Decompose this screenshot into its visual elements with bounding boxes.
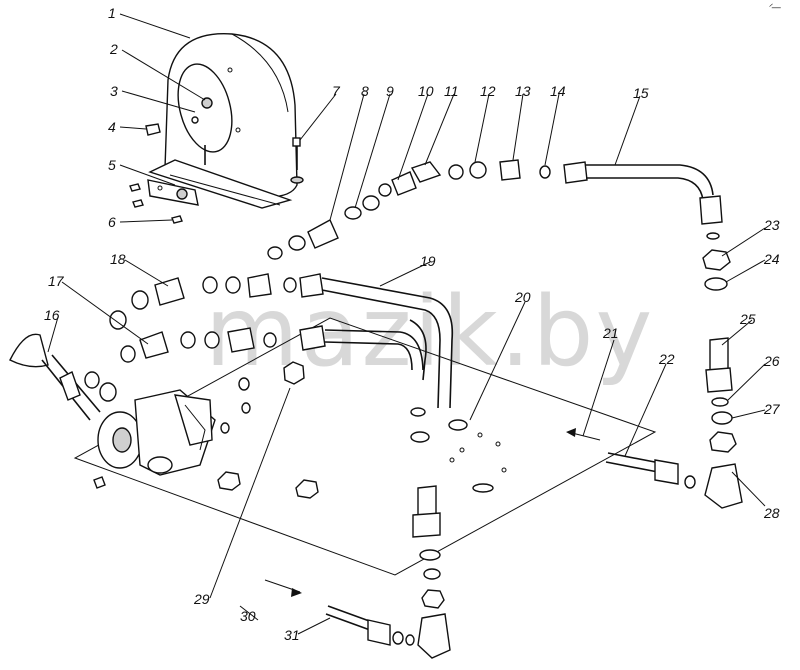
- lower-fitting-stack: [412, 485, 451, 659]
- pipe-22: [605, 452, 696, 489]
- callout-15: 15: [633, 85, 649, 101]
- callout-6: 6: [108, 214, 116, 230]
- callout-25: 25: [739, 311, 756, 327]
- callout-16: 16: [44, 307, 60, 323]
- callout-26: 26: [763, 353, 780, 369]
- right-fittings: [702, 232, 743, 509]
- plate-hardware: [217, 361, 507, 499]
- callout-30: 30: [240, 608, 256, 624]
- corner-mark: ᐟ—: [768, 2, 782, 12]
- callout-29: 29: [193, 591, 210, 607]
- callout-1: 1: [108, 5, 116, 21]
- callout-19: 19: [420, 253, 436, 269]
- callout-31: 31: [284, 627, 300, 643]
- mounting-plate: [73, 317, 657, 576]
- callout-18: 18: [110, 251, 126, 267]
- callout-23: 23: [763, 217, 780, 233]
- callout-12: 12: [480, 83, 496, 99]
- pipe-19: [321, 277, 468, 431]
- callout-24: 24: [763, 251, 780, 267]
- callout-17: 17: [48, 273, 65, 289]
- callout-20: 20: [514, 289, 531, 305]
- middle-fitting-chain: [131, 273, 324, 310]
- lower-fitting-chain: [84, 310, 424, 402]
- bracket: [147, 179, 199, 206]
- callout-9: 9: [386, 83, 394, 99]
- callout-4: 4: [108, 119, 116, 135]
- callout-3: 3: [110, 83, 118, 99]
- callout-labels: 1 2 3 4 5 6 7 8 9 10 11 12 13 14 15 16 1…: [44, 5, 781, 643]
- callout-7: 7: [332, 83, 341, 99]
- callout-22: 22: [658, 351, 675, 367]
- watermark: mazik.by: [205, 276, 654, 388]
- callout-11: 11: [444, 83, 459, 99]
- callout-8: 8: [361, 83, 369, 99]
- pipe-31: [325, 605, 415, 646]
- callout-5: 5: [108, 157, 116, 173]
- callout-13: 13: [515, 83, 531, 99]
- callout-21: 21: [602, 325, 619, 341]
- pipe-15: [586, 164, 723, 225]
- bolt: [292, 137, 301, 170]
- screws: [93, 123, 183, 489]
- callout-10: 10: [418, 83, 434, 99]
- callout-28: 28: [763, 505, 780, 521]
- flow-arrows: [264, 428, 601, 597]
- callout-27: 27: [763, 401, 781, 417]
- upper-fitting-chain: [267, 159, 588, 260]
- leader-lines: [47, 13, 766, 635]
- control-valve-lever: [9, 333, 216, 476]
- hood-cover: [148, 33, 304, 209]
- callout-14: 14: [550, 83, 566, 99]
- callout-2: 2: [109, 41, 118, 57]
